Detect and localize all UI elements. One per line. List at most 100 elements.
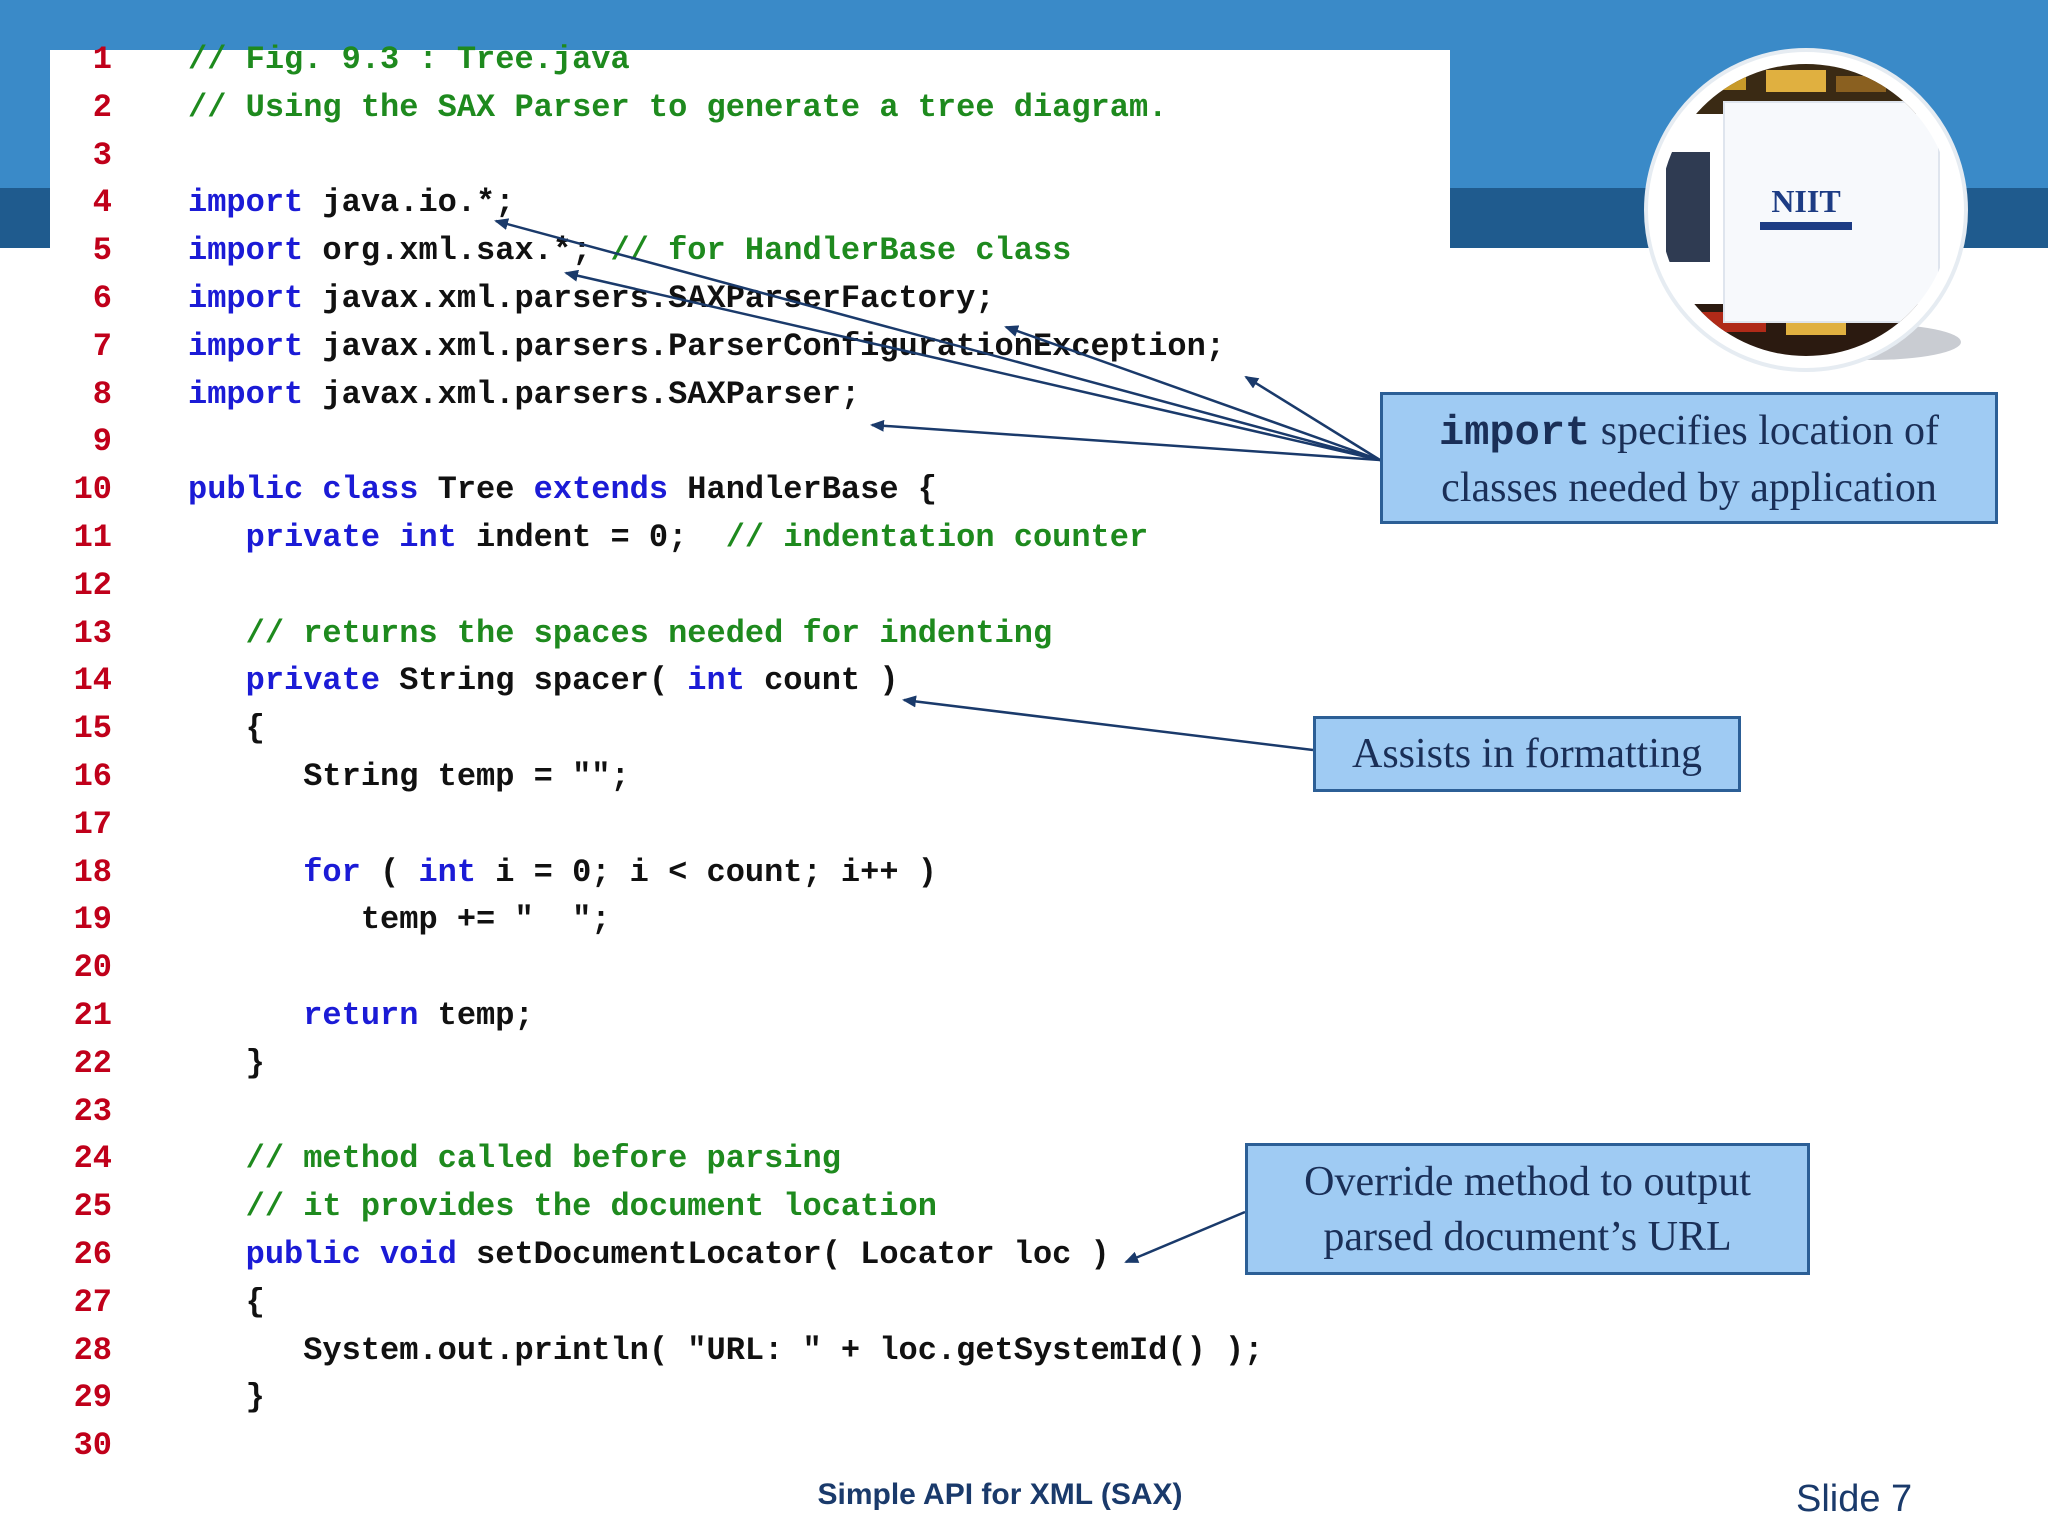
code-text: import javax.xml.parsers.SAXParser; [188, 371, 860, 419]
code-text: System.out.println( "URL: " + loc.getSys… [188, 1327, 1263, 1375]
line-number: 21 [73, 997, 112, 1034]
code-token: org.xml.sax.*; [303, 232, 611, 270]
code-keyword: import [188, 280, 304, 317]
callout-formatting-text: Assists in formatting [1351, 731, 1702, 777]
code-text: } [188, 1374, 265, 1422]
code-text: import org.xml.sax.*; // for HandlerBase… [188, 227, 1071, 275]
niit-logo: NIIT [1636, 42, 1976, 382]
code-token: String temp = ""; [303, 758, 630, 795]
arrow-to-line-6 [1004, 325, 1381, 462]
code-text: // it provides the document location [188, 1183, 937, 1231]
callout-override-text-2: parsed document’s URL [1323, 1214, 1732, 1260]
code-text: { [188, 1279, 265, 1327]
code-token: indent = 0; [456, 519, 726, 556]
code-token: String spacer( [380, 662, 688, 700]
code-token: } [245, 1379, 265, 1417]
line-number: 9 [92, 423, 112, 461]
line-number: 1 [92, 41, 112, 78]
code-text: // method called before parsing [188, 1135, 841, 1183]
arrow-to-line-8 [870, 419, 1381, 462]
line-number: 24 [73, 1140, 112, 1178]
line-number: 5 [92, 232, 112, 270]
callout-formatting: Assists in formatting [1313, 716, 1741, 792]
code-comment: // for HandlerBase class [610, 232, 1072, 270]
code-keyword: return [303, 997, 419, 1034]
line-number: 13 [73, 614, 112, 652]
code-text: import javax.xml.parsers.ParserConfigura… [188, 323, 1225, 371]
code-token: count ) [744, 662, 899, 700]
code-keyword: private int [245, 519, 457, 556]
line-number: 25 [73, 1188, 112, 1226]
line-number: 26 [73, 1236, 112, 1273]
line-number: 30 [73, 1427, 112, 1465]
code-comment: // it provides the document location [245, 1188, 937, 1226]
arrow-to-line-7 [1244, 375, 1381, 462]
line-number: 17 [73, 805, 112, 843]
code-token: javax.xml.parsers.ParserConfigurationExc… [303, 327, 1225, 365]
line-number: 10 [73, 471, 112, 509]
callout-override: Override method to output parsed documen… [1245, 1143, 1810, 1275]
line-number: 14 [73, 662, 112, 700]
line-number: 8 [92, 375, 112, 413]
line-number: 4 [92, 184, 112, 222]
callout-import-keyword: import [1439, 409, 1591, 457]
code-panel: 1 // Fig. 9.3 : Tree.java 2 // Using the SA… [50, 41, 1450, 1536]
line-number: 3 [92, 136, 112, 174]
code-keyword: import [188, 184, 304, 222]
code-comment: // Using the SAX Parser to generate a tr… [188, 88, 1168, 126]
line-number: 2 [92, 88, 112, 126]
code-text: // Using the SAX Parser to generate a tr… [188, 84, 1167, 132]
line-number: 23 [73, 1092, 112, 1130]
code-comment: // Fig. 9.3 : Tree.java [188, 41, 630, 78]
code-text: private int indent = 0; // indentation c… [188, 514, 1149, 562]
line-number: 16 [73, 758, 112, 795]
code-text: { [188, 705, 265, 753]
code-comment: // method called before parsing [245, 1140, 841, 1178]
code-text: // returns the spaces needed for indenti… [188, 610, 1053, 658]
line-number: 29 [73, 1379, 112, 1417]
code-keyword: int [418, 853, 477, 891]
code-text: import java.io.*; [188, 179, 514, 227]
code-token: i = 0; i < count; i++ ) [476, 853, 937, 891]
code-keyword: for [303, 853, 361, 891]
code-token: } [245, 1044, 265, 1082]
code-text: // Fig. 9.3 : Tree.java [188, 36, 630, 84]
code-token: java.io.*; [303, 184, 515, 222]
line-number: 22 [73, 1044, 112, 1082]
arrow-to-line-14 [902, 695, 1314, 752]
code-keyword: import [188, 375, 304, 413]
arrow-to-line-26 [1124, 1210, 1246, 1264]
code-comment: // indentation counter [725, 519, 1149, 556]
callout-import-text-2: classes needed by application [1441, 465, 1937, 511]
line-number: 7 [92, 327, 112, 365]
arrow-to-line-4 [494, 218, 1381, 462]
code-text: public class Tree extends HandlerBase { [188, 466, 937, 514]
code-token: { [245, 710, 265, 748]
callout-override-text-1: Override method to output [1304, 1159, 1751, 1205]
code-keyword: import [188, 327, 304, 365]
code-text: import javax.xml.parsers.SAXParserFactor… [188, 275, 995, 323]
code-token: ( [360, 853, 419, 891]
code-token: Tree [418, 471, 534, 509]
line-number: 12 [73, 566, 112, 604]
code-keyword: import [188, 232, 304, 270]
logo-text: NIIT [1771, 183, 1840, 219]
code-token: temp += " "; [360, 901, 611, 939]
arrow-to-line-5 [564, 269, 1381, 462]
code-text: public void setDocumentLocator( Locator … [188, 1231, 1110, 1279]
code-text: String temp = ""; [188, 753, 630, 801]
code-token: { [245, 1283, 265, 1321]
code-keyword: public class [188, 471, 419, 509]
code-token: System.out.println( "URL: " + loc.getSys… [303, 1331, 1264, 1369]
code-text: private String spacer( int count ) [188, 657, 899, 705]
code-keyword: public void [245, 1236, 457, 1273]
code-text: temp += " "; [188, 896, 611, 944]
line-number: 19 [73, 901, 112, 939]
code-token: HandlerBase { [668, 471, 937, 509]
code-token: temp; [418, 997, 534, 1034]
line-number: 27 [73, 1283, 112, 1321]
line-number: 20 [73, 949, 112, 987]
code-keyword: private [245, 662, 381, 700]
slide-number: Slide 7 [1796, 1478, 1913, 1520]
